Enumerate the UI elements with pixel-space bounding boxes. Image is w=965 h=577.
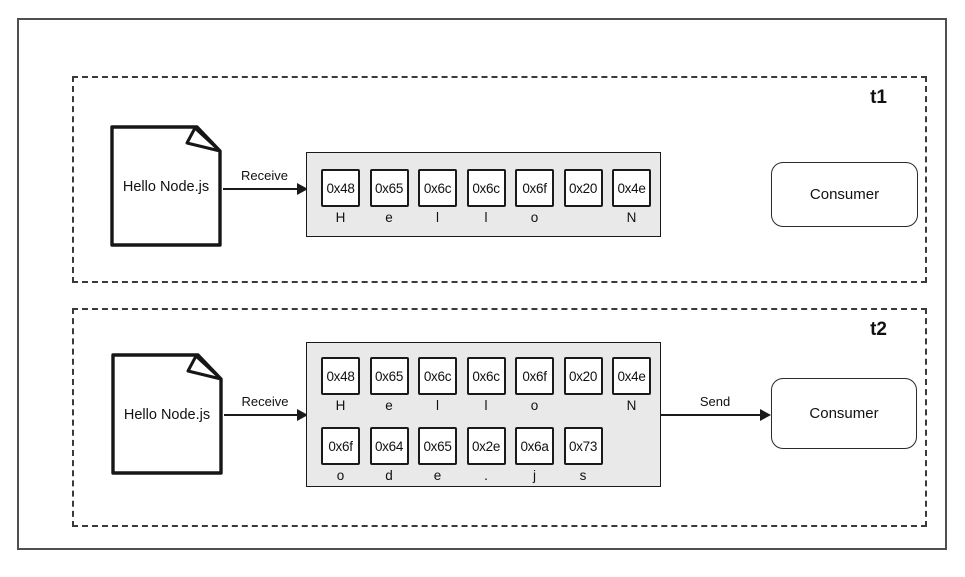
byte-cell: 0x6c l [466, 169, 506, 226]
byte-char-label: e [433, 468, 442, 483]
byte-hex-value: 0x6c [418, 357, 457, 395]
byte-cell: 0x65 e [369, 169, 409, 226]
byte-cell: 0x6f o [515, 169, 554, 226]
byte-hex-value: 0x73 [563, 427, 603, 465]
byte-cell: 0x6c l [418, 357, 457, 414]
frame-label-t1: t1 [870, 87, 887, 108]
document-icon [110, 125, 222, 247]
byte-char-label: H [335, 398, 346, 413]
byte-cell: 0x6a j [515, 427, 554, 484]
file-icon: Hello Node.js [109, 124, 223, 248]
file-label: Hello Node.js [122, 179, 210, 195]
byte-cell: 0x65 e [418, 427, 457, 484]
byte-char-label [564, 398, 603, 414]
byte-cell: 0x20 [563, 169, 603, 226]
byte-char-label: o [336, 468, 345, 483]
byte-hex-value: 0x6c [418, 169, 457, 207]
frame-label-t2: t2 [870, 319, 887, 340]
byte-cell: 0x64 d [369, 427, 409, 484]
byte-char-label: o [530, 210, 539, 225]
byte-hex-value: 0x4e [612, 169, 651, 207]
byte-cell: 0x65 e [369, 357, 409, 414]
byte-cell: 0x6c l [418, 169, 457, 226]
byte-hex-value: 0x48 [321, 357, 360, 395]
byte-char-label: j [533, 468, 536, 483]
byte-cell: 0x6f o [321, 427, 360, 484]
byte-hex-value: 0x20 [563, 357, 603, 395]
file-label: Hello Node.js [123, 407, 211, 423]
receive-arrow [224, 408, 308, 421]
byte-char-label: l [484, 210, 488, 225]
byte-hex-value: 0x6c [466, 169, 506, 207]
byte-char-label: o [530, 398, 539, 413]
send-label: Send [699, 394, 731, 409]
receive-label: Receive [241, 394, 289, 409]
byte-char-label: e [385, 210, 393, 225]
byte-char-label: N [626, 210, 637, 225]
consumer-box: Consumer [771, 162, 918, 227]
byte-char-label: s [579, 468, 587, 483]
file-icon: Hello Node.js [110, 352, 224, 476]
byte-hex-value: 0x20 [563, 169, 603, 207]
byte-hex-value: 0x65 [369, 357, 409, 395]
byte-char-label: H [335, 210, 346, 225]
consumer-box: Consumer [771, 378, 917, 449]
byte-cell: 0x6c l [466, 357, 506, 414]
byte-hex-value: 0x4e [612, 357, 651, 395]
byte-cell: 0x20 [563, 357, 603, 414]
byte-hex-value: 0x65 [369, 169, 409, 207]
byte-hex-value: 0x6f [515, 169, 554, 207]
byte-char-label: l [436, 210, 439, 225]
byte-char-label: N [626, 398, 637, 413]
byte-char-label: . [484, 468, 488, 483]
byte-cell: 0x2e. [466, 427, 506, 484]
document-icon [111, 353, 223, 475]
byte-cell: 0x73 s [563, 427, 603, 484]
byte-char-label: l [436, 398, 439, 413]
byte-cell: 0x6f o [515, 357, 554, 414]
byte-char-label: e [385, 398, 393, 413]
byte-char-label: l [484, 398, 488, 413]
send-arrow [661, 408, 771, 421]
receive-arrow [223, 182, 308, 195]
byte-char-label [564, 210, 603, 226]
byte-hex-value: 0x6a [515, 427, 554, 465]
byte-hex-value: 0x48 [321, 169, 360, 207]
receive-label: Receive [241, 168, 288, 183]
byte-hex-value: 0x6f [515, 357, 554, 395]
byte-char-label: d [385, 468, 393, 483]
byte-hex-value: 0x65 [418, 427, 457, 465]
byte-hex-value: 0x6f [321, 427, 360, 465]
byte-hex-value: 0x64 [369, 427, 409, 465]
byte-hex-value: 0x6c [466, 357, 506, 395]
byte-hex-value: 0x2e [466, 427, 506, 465]
